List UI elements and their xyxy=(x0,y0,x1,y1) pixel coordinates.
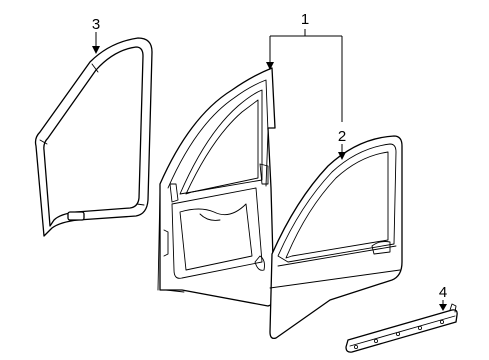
part-2-outer-panel xyxy=(269,135,403,340)
callout-4-label: 4 xyxy=(439,284,447,301)
callout-3: 3 xyxy=(92,16,100,54)
part-3-weatherstrip xyxy=(34,37,153,237)
callout-2-label: 2 xyxy=(338,128,346,145)
callout-2: 2 xyxy=(338,128,346,160)
callout-4: 4 xyxy=(439,284,447,311)
callout-1: 1 xyxy=(266,11,343,122)
callout-1-label: 1 xyxy=(301,11,309,28)
callout-3-label: 3 xyxy=(92,16,100,33)
part-1-door-shell xyxy=(157,67,276,307)
part-4-sill-molding xyxy=(345,303,458,353)
